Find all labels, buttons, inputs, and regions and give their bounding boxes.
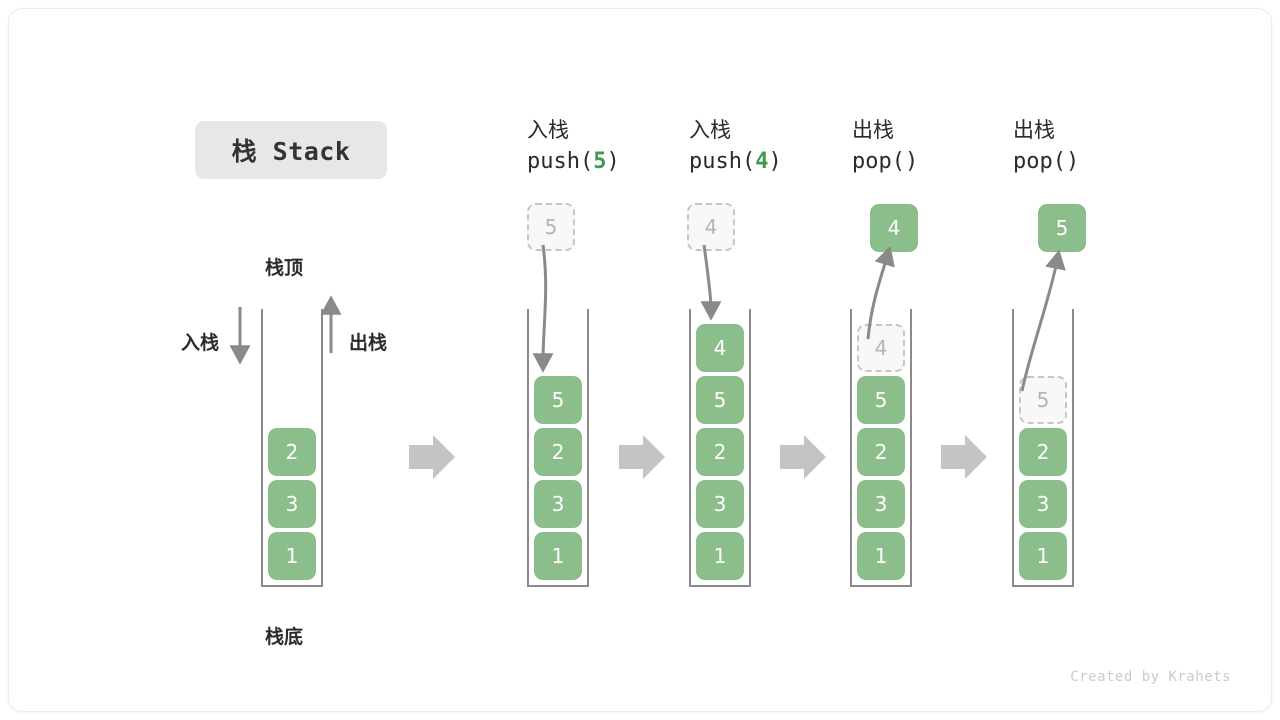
step-arrow-1: [409, 435, 455, 479]
stack-cell: 2: [534, 428, 582, 476]
column-header-code: pop(): [852, 149, 919, 174]
title-badge: 栈 Stack: [195, 121, 387, 179]
stack-top-label: 栈顶: [265, 257, 304, 279]
column-header-cn: 入栈: [527, 118, 569, 142]
column-header-cn: 出栈: [1013, 118, 1055, 142]
float-box-push-4: 4: [687, 203, 735, 251]
stack-cell: 2: [696, 428, 744, 476]
float-box-pop-4: 4: [870, 204, 918, 252]
stack-cell: 3: [857, 480, 905, 528]
stack-cell: 2: [268, 428, 316, 476]
column-header-cn: 入栈: [689, 118, 731, 142]
stack-cell: 5: [696, 376, 744, 424]
stack-cell: 1: [534, 532, 582, 580]
column-header-code: push(5): [527, 149, 620, 174]
step-arrow-2: [619, 435, 665, 479]
column-header-push-5: 入栈 push(5): [527, 115, 717, 179]
step-arrow-4: [941, 435, 987, 479]
stack-cell: 1: [1019, 532, 1067, 580]
stack-cell: 2: [1019, 428, 1067, 476]
stack-cell: 4: [696, 324, 744, 372]
stack-cell: 2: [857, 428, 905, 476]
column-header-pop-5: 出栈 pop(): [1013, 115, 1203, 179]
float-box-pop-5: 5: [1038, 204, 1086, 252]
stack-cell: 3: [1019, 480, 1067, 528]
stack-cell-ghost: 5: [1019, 376, 1067, 424]
stack-cell: 1: [268, 532, 316, 580]
column-header-code: pop(): [1013, 149, 1080, 174]
stack-cell: 3: [696, 480, 744, 528]
float-box-push-5: 5: [527, 203, 575, 251]
step-arrow-3: [780, 435, 826, 479]
column-header-pop-4: 出栈 pop(): [852, 115, 1042, 179]
stack-cell: 5: [857, 376, 905, 424]
stack-cell: 3: [268, 480, 316, 528]
stack-cell: 3: [534, 480, 582, 528]
push-arg: 5: [593, 149, 607, 174]
stack-cell: 1: [857, 532, 905, 580]
pop-label: 出栈: [349, 332, 388, 354]
stack-bottom-label: 栈底: [265, 626, 304, 648]
push-arg: 4: [755, 149, 769, 174]
stack-cell: 1: [696, 532, 744, 580]
column-header-code: push(4): [689, 149, 782, 174]
diagram-canvas: 栈 Stack 栈顶 栈底 入栈 出栈 入栈 push(5) 入栈 push(4…: [8, 8, 1272, 712]
column-header-push-4: 入栈 push(4): [689, 115, 879, 179]
stack-cell: 5: [534, 376, 582, 424]
push-4-motion-arrow: [700, 244, 722, 321]
column-header-cn: 出栈: [852, 118, 894, 142]
footer-credit: Created by Krahets: [1070, 669, 1231, 685]
stack-cell-ghost: 4: [857, 324, 905, 372]
push-label: 入栈: [181, 332, 220, 354]
